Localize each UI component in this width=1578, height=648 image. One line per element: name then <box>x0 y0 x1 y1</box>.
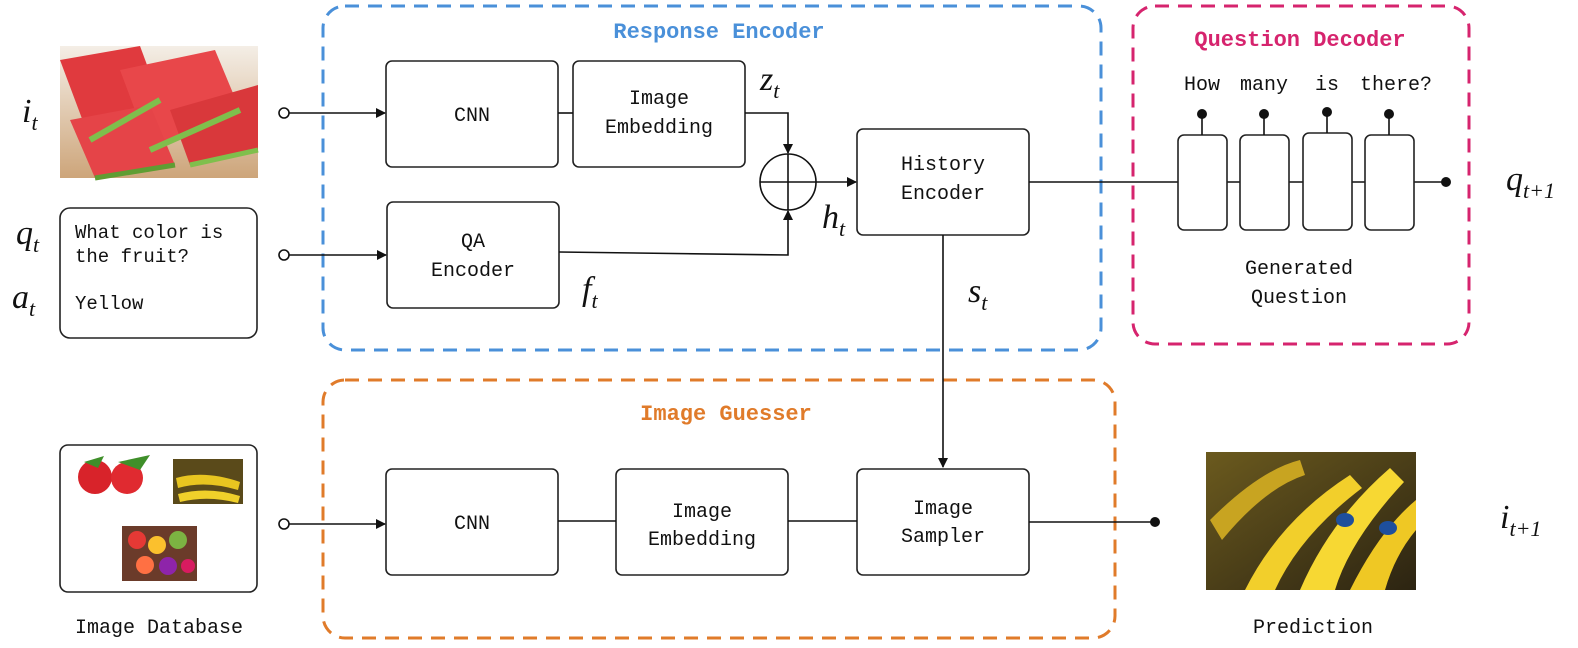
image-embedding-top-label-2: Embedding <box>605 117 713 140</box>
image-embedding-top-box <box>572 60 746 168</box>
symbol-a-t: at <box>12 279 36 321</box>
history-encoder-label-2: Encoder <box>901 183 985 206</box>
decoder-cell <box>1177 134 1228 231</box>
generated-question-caption-1: Generated <box>1245 258 1353 281</box>
symbol-q-t: qt <box>16 215 40 257</box>
wire-embedding-to-sum <box>745 112 793 154</box>
symbol-f-t: ft <box>582 271 598 313</box>
qa-encoder-box <box>386 201 560 309</box>
qa-encoder-label-1: QA <box>461 231 485 254</box>
image-embedding-top-label-1: Image <box>629 88 689 111</box>
image-sampler-box <box>856 468 1030 576</box>
decoder-word-3: is <box>1315 74 1339 97</box>
response-encoder-title: Response Encoder <box>613 20 824 45</box>
decoder-word-1: How <box>1184 74 1220 97</box>
symbol-h-t: ht <box>822 199 846 241</box>
input-port-image <box>278 107 290 119</box>
decoder-word-4: there? <box>1360 74 1432 97</box>
history-encoder-box <box>856 128 1030 236</box>
generated-question-caption-2: Question <box>1251 287 1347 310</box>
dialog-box <box>59 207 258 339</box>
dialog-question-line-2: the fruit? <box>75 246 189 268</box>
symbol-s-t: st <box>968 273 988 315</box>
prediction-caption: Prediction <box>1253 617 1373 640</box>
cnn-bottom-label: CNN <box>454 513 490 536</box>
image-embedding-bottom-label-2: Embedding <box>648 529 756 552</box>
cnn-bottom-box <box>385 468 559 576</box>
cnn-top-label: CNN <box>454 105 490 128</box>
image-guesser-frame <box>321 378 1117 640</box>
input-port-dialog <box>278 249 290 261</box>
decoder-cells <box>1177 107 1415 231</box>
qa-encoder-label-2: Encoder <box>431 260 515 283</box>
banana-prediction-photo <box>1206 452 1416 590</box>
history-encoder-label-1: History <box>901 154 985 177</box>
symbol-i-next: it+1 <box>1500 499 1541 541</box>
output-port-prediction <box>1150 517 1160 527</box>
mixed-fruit-photo <box>122 526 197 581</box>
strawberry-photo <box>78 455 150 494</box>
wire-qa-to-sum <box>558 210 793 256</box>
image-database-caption: Image Database <box>75 617 243 640</box>
image-sampler-label-2: Sampler <box>901 526 985 549</box>
question-decoder-frame <box>1131 4 1471 346</box>
watermelon-photo <box>60 46 259 181</box>
decoder-cell <box>1239 134 1290 231</box>
symbol-q-next: qt+1 <box>1506 161 1555 203</box>
dialog-answer: Yellow <box>75 293 144 315</box>
question-decoder-title: Question Decoder <box>1194 28 1405 53</box>
decoder-cell <box>1302 132 1353 231</box>
image-embedding-bottom-box <box>615 468 789 576</box>
dialog-question-line-1: What color is <box>75 222 223 244</box>
decoder-word-2: many <box>1240 74 1288 97</box>
image-guesser-title: Image Guesser <box>640 402 812 427</box>
symbol-z-t: zt <box>759 61 780 103</box>
image-sampler-label-1: Image <box>913 498 973 521</box>
image-embedding-bottom-label-1: Image <box>672 501 732 524</box>
banana-photo <box>173 459 243 504</box>
output-port-question <box>1441 177 1451 187</box>
input-port-database <box>278 518 290 530</box>
cnn-top-box <box>385 60 559 168</box>
sum-node-icon <box>759 153 817 211</box>
decoder-cell <box>1364 134 1415 231</box>
symbol-i-t: it <box>22 93 38 135</box>
